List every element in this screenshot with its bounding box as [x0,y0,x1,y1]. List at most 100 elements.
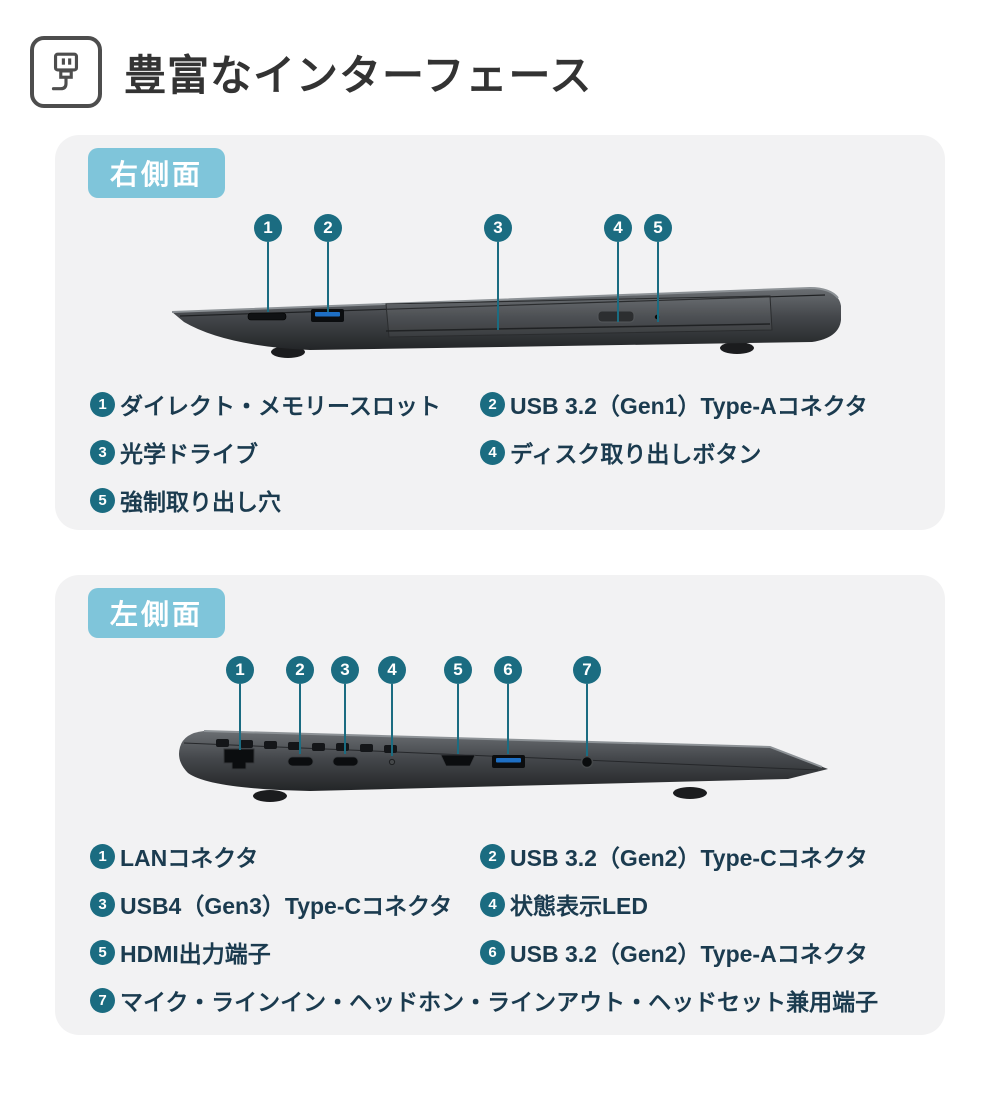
callout-number: 1 [254,214,282,242]
callout-leader-line [586,684,588,756]
legend-label: USB 3.2（Gen1）Type-Aコネクタ [510,393,868,419]
legend-item: 7 マイク・ラインイン・ヘッドホン・ラインアウト・ヘッドセット兼用端子 [90,977,925,1023]
left-side-badge: 左側面 [88,588,226,638]
laptop-left-side-figure [170,725,830,815]
callout-2: 2 [314,214,342,312]
callout-leader-line [497,242,499,330]
callout-leader-line [344,684,346,754]
usb-c-port [287,756,314,767]
callout-leader-line [617,242,619,322]
callout-leader-line [239,684,241,750]
sd-card-slot [247,312,287,321]
legend-label: LANコネクタ [120,845,259,871]
laptop-body [172,288,841,350]
legend-label: HDMI出力端子 [120,941,271,967]
legend-number: 6 [480,939,505,965]
legend-number: 2 [480,843,505,869]
legend-label: マイク・ラインイン・ヘッドホン・ラインアウト・ヘッドセット兼用端子 [120,989,879,1015]
legend-item: 4 状態表示LED [480,881,925,927]
legend-number: 3 [90,439,115,465]
legend-label: USB 3.2（Gen2）Type-Aコネクタ [510,941,868,967]
headset-jack [580,755,594,769]
hdmi-port [440,754,476,767]
callout-leader-line [299,684,301,754]
legend-label: USB4（Gen3）Type-Cコネクタ [120,893,453,919]
laptop-foot [720,342,754,354]
legend-label: ディスク取り出しボタン [510,441,762,467]
lan-port [223,748,255,770]
legend-number: 4 [480,439,505,465]
callout-leader-line [657,242,659,322]
legend-item: 2 USB 3.2（Gen1）Type-Aコネクタ [480,381,925,427]
callout-3: 3 [484,214,512,330]
callout-number: 3 [484,214,512,242]
legend-number: 1 [90,843,115,869]
legend-label: USB 3.2（Gen2）Type-Cコネクタ [510,845,868,871]
legend-number: 4 [480,891,505,917]
callout-1: 1 [226,656,254,750]
legend-label: 強制取り出し穴 [120,489,281,515]
legend-item: 4 ディスク取り出しボタン [480,429,925,475]
callout-number: 1 [226,656,254,684]
callout-4: 4 [378,656,406,756]
callout-4: 4 [604,214,632,322]
callout-leader-line [267,242,269,312]
right-side-badge: 右側面 [88,148,226,198]
laptop-right-side-figure [170,280,845,370]
callout-number: 6 [494,656,522,684]
disc-eject-button [597,310,635,323]
page-title: 豊富なインターフェース [124,51,593,99]
callout-number: 2 [314,214,342,242]
legend-item: 2 USB 3.2（Gen2）Type-Cコネクタ [480,833,925,879]
legend-item: 1 LANコネクタ [90,833,480,879]
legend-item: 3 USB4（Gen3）Type-Cコネクタ [90,881,480,927]
usb-a-tongue [496,758,521,763]
usb-c-port [332,756,359,767]
legend-number: 1 [90,391,115,417]
callout-6: 6 [494,656,522,754]
callout-leader-line [391,684,393,756]
right-port-legend: 1 ダイレクト・メモリースロット 2 USB 3.2（Gen1）Type-Aコネ… [90,381,925,523]
legend-number: 3 [90,891,115,917]
legend-item: 6 USB 3.2（Gen2）Type-Aコネクタ [480,929,925,975]
optical-drive-seam [385,323,771,332]
callout-number: 3 [331,656,359,684]
lid-edge-highlight [171,286,839,313]
legend-item: 5 HDMI出力端子 [90,929,480,975]
usb-plug-icon [30,36,102,108]
left-side-panel: 左側面 [55,575,945,1035]
callout-leader-line [327,242,329,312]
callout-number: 2 [286,656,314,684]
legend-number: 5 [90,939,115,965]
lid-seam [179,294,826,317]
legend-label: 光学ドライブ [120,441,258,467]
callout-7: 7 [573,656,601,756]
callout-3: 3 [331,656,359,754]
callout-number: 5 [444,656,472,684]
callout-leader-line [457,684,459,754]
legend-item: 1 ダイレクト・メモリースロット [90,381,480,427]
page-header: 豊富なインターフェース [30,36,592,108]
usb-a-tongue [315,312,340,317]
optical-drive-tray [385,295,773,338]
callout-number: 5 [644,214,672,242]
callout-5: 5 [644,214,672,322]
laptop-foot [253,790,287,802]
left-port-legend: 1 LANコネクタ 2 USB 3.2（Gen2）Type-Cコネクタ 3 US… [90,833,925,1023]
legend-item: 3 光学ドライブ [90,429,480,475]
callout-leader-line [507,684,509,754]
callout-5: 5 [444,656,472,754]
legend-number: 2 [480,391,505,417]
legend-number: 5 [90,487,115,513]
legend-number: 7 [90,987,115,1013]
callout-number: 7 [573,656,601,684]
right-side-panel: 右側面 [55,135,945,530]
callout-number: 4 [378,656,406,684]
status-led [388,758,396,766]
legend-item: 5 強制取り出し穴 [90,477,480,523]
callout-2: 2 [286,656,314,754]
callout-1: 1 [254,214,282,312]
callout-number: 4 [604,214,632,242]
legend-label: ダイレクト・メモリースロット [120,393,441,419]
